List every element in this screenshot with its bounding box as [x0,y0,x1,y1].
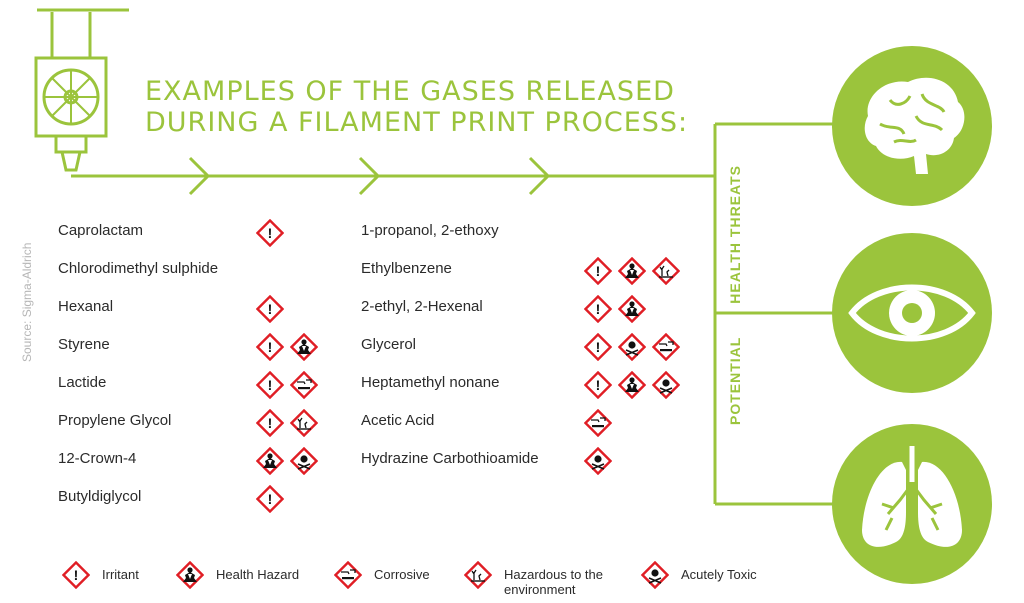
eye-icon [832,233,992,393]
gas-name: Styrene [58,336,110,353]
source-note: Source: Sigma-Aldrich [20,242,34,362]
corrosive-hazard-icon [290,371,318,399]
svg-text:!: ! [596,377,601,393]
environment-hazard-icon [464,561,492,589]
toxic-hazard-icon [290,447,318,475]
gas-name: Glycerol [361,336,417,353]
legend-label-corrosive: Corrosive [374,567,430,582]
gas-name: Chlorodimethyl sulphide [58,260,219,277]
irritant-hazard-icon: ! [62,561,90,589]
irritant-hazard-icon: ! [256,219,284,247]
svg-text:!: ! [596,263,601,279]
title-line-2: DURING A FILAMENT PRINT PROCESS: [145,107,689,138]
corrosive-hazard-icon [334,561,362,589]
gas-name: Propylene Glycol [58,412,172,429]
toxic-hazard-icon [584,447,612,475]
corrosive-hazard-icon [652,333,680,361]
gas-name: 1-propanol, 2-ethoxy [361,222,499,239]
svg-text:!: ! [268,339,273,355]
environment-hazard-icon [652,257,680,285]
svg-text:!: ! [268,301,273,317]
irritant-hazard-icon: ! [256,409,284,437]
toxic-hazard-icon [618,333,646,361]
gas-name: 2-ethyl, 2-Hexenal [361,298,483,315]
svg-text:!: ! [268,491,273,507]
health-hazard-icon [256,447,284,475]
title-line-1: EXAMPLES OF THE GASES RELEASED [145,76,675,107]
health-hazard-icon [618,295,646,323]
gas-name: Heptamethyl nonane [361,374,500,391]
toxic-hazard-icon [652,371,680,399]
threats-label-part2: HEALTH THREATS [727,165,743,304]
irritant-hazard-icon: ! [584,371,612,399]
legend-label-toxic: Acutely Toxic [681,567,757,582]
health-hazard-icon [618,257,646,285]
brain-icon [832,46,992,206]
svg-text:!: ! [596,301,601,317]
health-threats-label: POTENTIAL HEALTH THREATS [727,165,743,425]
corrosive-hazard-icon [584,409,612,437]
arrow-icon [188,156,211,196]
svg-text:!: ! [596,339,601,355]
arrow-icon [358,156,381,196]
gas-name: Hexanal [58,298,114,315]
gas-name: Butyldiglycol [58,488,142,505]
gas-name: 12-Crown-4 [58,450,137,467]
irritant-hazard-icon: ! [584,295,612,323]
irritant-hazard-icon: ! [256,485,284,513]
irritant-hazard-icon: ! [256,333,284,361]
gas-name: Ethylbenzene [361,260,452,277]
gas-name: Caprolactam [58,222,144,239]
svg-text:!: ! [268,225,273,241]
irritant-hazard-icon: ! [584,333,612,361]
svg-text:!: ! [74,567,79,583]
svg-text:!: ! [268,377,273,393]
gas-name: Acetic Acid [361,412,435,429]
legend-label-health: Health Hazard [216,567,300,582]
irritant-hazard-icon: ! [256,295,284,323]
irritant-hazard-icon: ! [584,257,612,285]
irritant-hazard-icon: ! [256,371,284,399]
toxic-hazard-icon [641,561,669,589]
health-hazard-icon [618,371,646,399]
lungs-icon [832,424,992,584]
health-hazard-icon [176,561,204,589]
legend-label-environment: Hazardous to the environment [504,567,604,597]
environment-hazard-icon [290,409,318,437]
threats-label-part1: POTENTIAL [727,336,743,425]
arrow-icon [528,156,551,196]
health-hazard-icon [290,333,318,361]
infographic-title: EXAMPLES OF THE GASES RELEASED DURING A … [145,76,689,138]
svg-text:!: ! [268,415,273,431]
legend-label-irritant: Irritant [102,567,139,582]
gas-name: Lactide [58,374,107,391]
gas-name: Hydrazine Carbothioamide [361,450,539,467]
